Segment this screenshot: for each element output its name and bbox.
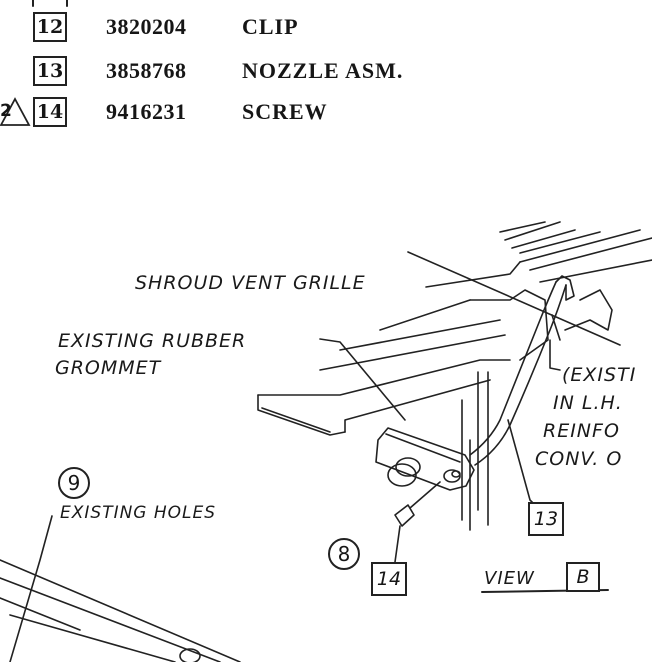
part-index-box: 13	[33, 56, 67, 86]
beam	[257, 359, 511, 396]
screw	[394, 504, 415, 527]
rail	[9, 614, 176, 662]
cowl-line	[519, 229, 641, 263]
view-label: VIEW	[484, 568, 535, 589]
triangle-icon	[0, 97, 31, 126]
nut	[395, 457, 421, 477]
nut	[387, 463, 417, 487]
part-description: CLIP	[242, 14, 299, 39]
cowl-line	[529, 237, 652, 271]
view-letter-box: B	[566, 562, 600, 592]
panel-outline	[339, 319, 501, 351]
part-index-box: 12	[33, 12, 67, 42]
nozzle-tip	[555, 275, 575, 301]
parts-row: 2 14 9416231 SCREW	[0, 97, 520, 131]
note-flag-triangle: 2	[0, 95, 32, 129]
pipe	[477, 371, 489, 526]
rail	[0, 597, 81, 631]
part-description: NOZZLE ASM.	[242, 58, 404, 83]
rail	[0, 559, 241, 662]
bracket	[551, 314, 561, 341]
cowl-line	[407, 251, 621, 346]
bracket-leader	[549, 339, 561, 371]
cowl-line	[499, 221, 546, 233]
grommet-leader	[319, 338, 406, 421]
part-number: 3820204	[106, 14, 187, 39]
nozzle-tube	[474, 284, 567, 466]
note-flag-number: 2	[0, 101, 12, 121]
row-tick	[32, 0, 68, 7]
existing-note-label: CONV. O	[535, 448, 623, 470]
nozzle-tube	[469, 281, 557, 456]
callout-circle-9: 9	[58, 467, 90, 499]
cowl-line	[511, 229, 576, 249]
existing-rubber-grommet-label: GROMMET	[55, 357, 162, 379]
callout-circle-8: 8	[328, 538, 360, 570]
callout-box-13: 13	[528, 502, 564, 536]
part-number: 9416231	[106, 99, 187, 124]
existing-rubber-grommet-label: EXISTING RUBBER	[58, 330, 247, 352]
panel-outline	[379, 299, 471, 331]
mount-plate	[375, 427, 475, 491]
screw-leader	[394, 525, 401, 563]
holes-leader	[9, 515, 53, 662]
mount-plate	[385, 433, 461, 463]
rail	[0, 577, 221, 662]
panel-outline	[469, 289, 549, 361]
callout-box-14: 14	[371, 562, 407, 596]
cowl-line	[519, 231, 601, 254]
screw	[409, 481, 441, 509]
beam	[257, 394, 346, 436]
existing-note-label: IN L.H.	[553, 392, 623, 414]
parts-row: 12 3820204 CLIP	[0, 12, 520, 46]
panel-outline	[319, 334, 506, 371]
shroud-leader	[425, 261, 521, 288]
rail-hole	[179, 648, 201, 662]
bracket	[564, 289, 613, 331]
shroud-vent-grille-label: SHROUD VENT GRILLE	[135, 272, 366, 294]
existing-holes-label: EXISTING HOLES	[60, 503, 217, 523]
parts-row: 13 3858768 NOZZLE ASM.	[0, 56, 520, 90]
part-description: SCREW	[242, 99, 328, 124]
cowl-line	[504, 221, 561, 241]
nut	[451, 470, 461, 478]
existing-note-label: (EXISTI	[562, 364, 637, 386]
part-index-box: 14	[33, 97, 67, 127]
part-number: 3858768	[106, 58, 187, 83]
existing-note-label: REINFO	[543, 420, 620, 442]
beam	[344, 379, 491, 433]
beam	[261, 407, 331, 433]
